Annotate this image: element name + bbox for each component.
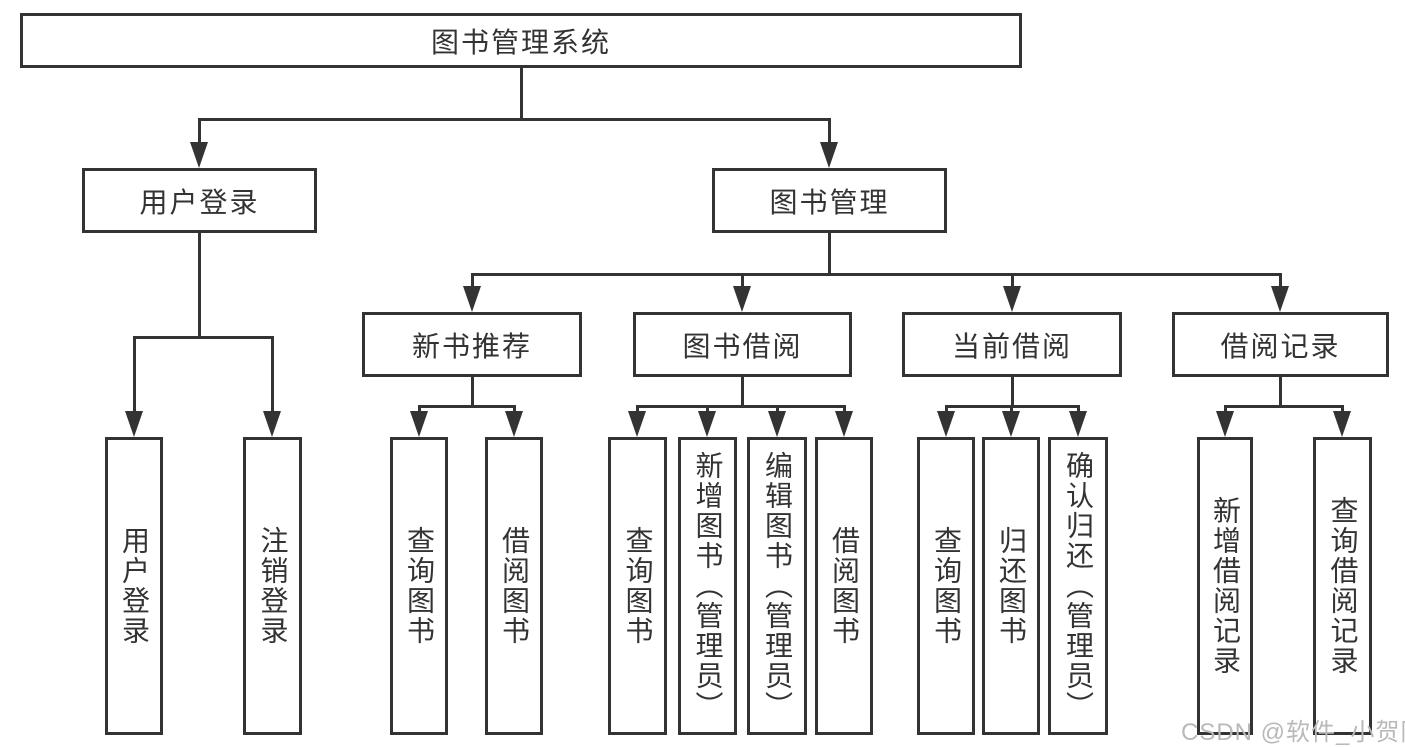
leaf-user-login: 用户登录: [105, 437, 163, 735]
leaf-newrec-query-books: 查询图书: [390, 437, 448, 735]
arrow-down-icon: [125, 411, 143, 437]
node-borrowing-records: 借阅记录: [1172, 312, 1389, 377]
connector-branch: [471, 273, 1282, 276]
connector-branch: [198, 118, 831, 121]
connector-drop: [636, 405, 639, 411]
connector-stem: [741, 377, 744, 408]
leaf-borrow-add-books-admin: 新增图书（管理员）: [678, 437, 737, 735]
arrow-down-icon: [698, 411, 716, 437]
node-label: 查询借阅记录: [1327, 496, 1359, 676]
node-label: 新增借阅记录: [1210, 496, 1241, 676]
arrow-down-icon: [1002, 411, 1020, 437]
arrow-down-icon: [410, 411, 428, 437]
node-label: 注销登录: [257, 526, 289, 646]
connector-drop: [513, 405, 516, 411]
arrow-down-icon: [835, 411, 853, 437]
connector-drop: [1279, 273, 1282, 286]
node-label: 借阅记录: [1220, 330, 1341, 362]
leaf-current-query-books: 查询图书: [917, 437, 975, 735]
leaf-borrow-borrow-books: 借阅图书: [815, 437, 873, 735]
connector-drop: [1010, 405, 1013, 411]
arrow-down-icon: [733, 286, 751, 312]
arrow-down-icon: [937, 411, 955, 437]
leaf-borrow-edit-books-admin: 编辑图书（管理员）: [747, 437, 807, 735]
connector-branch: [133, 336, 274, 339]
arrow-down-icon: [1069, 411, 1087, 437]
node-label: 查询图书: [931, 526, 962, 646]
node-label: 用户登录: [139, 186, 260, 218]
node-label: 查询图书: [622, 526, 654, 646]
arrow-down-icon: [628, 411, 646, 437]
node-book-borrowing: 图书借阅: [633, 312, 852, 377]
arrow-down-icon: [263, 411, 281, 437]
connector-drop: [1341, 405, 1344, 411]
connector-drop: [741, 273, 744, 286]
connector-drop: [843, 405, 846, 411]
node-label: 借阅图书: [829, 526, 860, 646]
node-label: 用户登录: [119, 526, 150, 646]
arrow-down-icon: [1003, 286, 1021, 312]
node-current-borrowing: 当前借阅: [902, 312, 1122, 377]
connector-stem: [471, 377, 474, 408]
node-label: 图书借阅: [682, 330, 803, 362]
connector-stem: [520, 68, 523, 121]
connector-drop: [945, 405, 948, 411]
arrow-down-icon: [1271, 286, 1289, 312]
node-label: 归还图书: [996, 526, 1027, 646]
arrow-down-icon: [768, 411, 786, 437]
csdn-watermark: CSDN @软件_小贺同学: [1181, 719, 1405, 746]
node-label: 借阅图书: [499, 526, 530, 646]
node-user-login: 用户登录: [82, 168, 317, 233]
node-label: 当前借阅: [951, 330, 1072, 362]
connector-drop: [133, 336, 136, 411]
arrow-down-icon: [463, 286, 481, 312]
leaf-records-query-record: 查询借阅记录: [1313, 437, 1372, 735]
connector-branch: [636, 405, 846, 408]
node-label: 新书推荐: [411, 330, 532, 362]
connector-drop: [271, 336, 274, 411]
leaf-current-confirm-return-admin: 确认归还（管理员）: [1048, 437, 1108, 735]
connector-stem: [198, 233, 201, 339]
connector-drop: [198, 118, 201, 142]
connector-drop: [1224, 405, 1227, 411]
connector-branch: [1224, 405, 1344, 408]
node-book-management: 图书管理: [712, 168, 947, 233]
node-new-book-recommend: 新书推荐: [362, 312, 582, 377]
connector-drop: [471, 273, 474, 286]
connector-drop: [828, 118, 831, 142]
node-label: 新增图书（管理员）: [692, 451, 724, 721]
arrow-down-icon: [1333, 411, 1351, 437]
connector-drop: [1077, 405, 1080, 411]
leaf-newrec-borrow-books: 借阅图书: [485, 437, 543, 735]
arrow-down-icon: [190, 142, 208, 168]
connector-drop: [706, 405, 709, 411]
leaf-records-add-record: 新增借阅记录: [1197, 437, 1253, 735]
connector-stem: [1279, 377, 1282, 408]
connector-stem: [1011, 377, 1014, 408]
node-label: 编辑图书（管理员）: [762, 451, 793, 721]
connector-drop: [418, 405, 421, 411]
leaf-logout-login: 注销登录: [243, 437, 302, 735]
arrow-down-icon: [1216, 411, 1234, 437]
connector-stem: [828, 233, 831, 276]
node-library-system: 图书管理系统: [20, 13, 1022, 68]
connector-drop: [1011, 273, 1014, 286]
arrow-down-icon: [820, 142, 838, 168]
node-label: 确认归还（管理员）: [1063, 451, 1094, 721]
leaf-borrow-query-books: 查询图书: [608, 437, 667, 735]
connector-drop: [776, 405, 779, 411]
node-label: 查询图书: [404, 526, 435, 646]
leaf-current-return-books: 归还图书: [982, 437, 1040, 735]
node-label: 图书管理系统: [430, 26, 611, 58]
node-label: 图书管理: [769, 186, 890, 218]
arrow-down-icon: [505, 411, 523, 437]
connector-branch: [418, 405, 516, 408]
